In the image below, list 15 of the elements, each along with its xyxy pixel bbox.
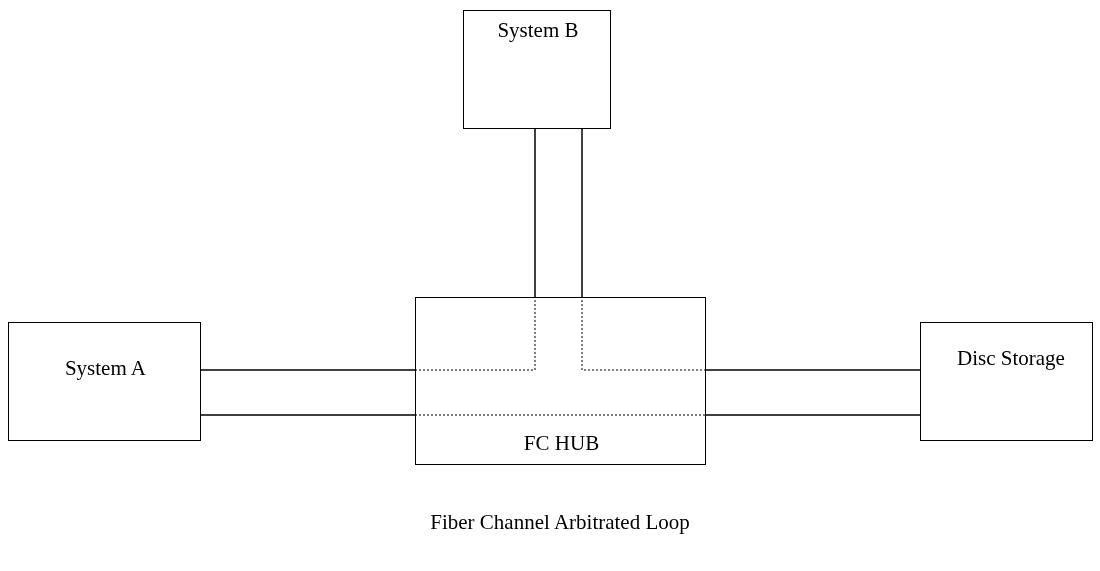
node-label: Disc Storage <box>956 345 1066 371</box>
connector-line <box>581 128 583 298</box>
system-box <box>463 10 611 129</box>
connector-line <box>534 128 536 298</box>
connector-line <box>705 414 921 416</box>
system-box <box>920 322 1093 441</box>
connector-line <box>200 414 416 416</box>
node-label: System A <box>63 355 148 381</box>
hub-box <box>415 297 706 465</box>
connector-line <box>705 369 921 371</box>
system-box <box>8 322 201 441</box>
connector-line <box>200 369 416 371</box>
node-label: FC HUB <box>522 430 601 456</box>
node-label: System B <box>496 17 580 43</box>
caption: Fiber Channel Arbitrated Loop <box>429 509 691 536</box>
